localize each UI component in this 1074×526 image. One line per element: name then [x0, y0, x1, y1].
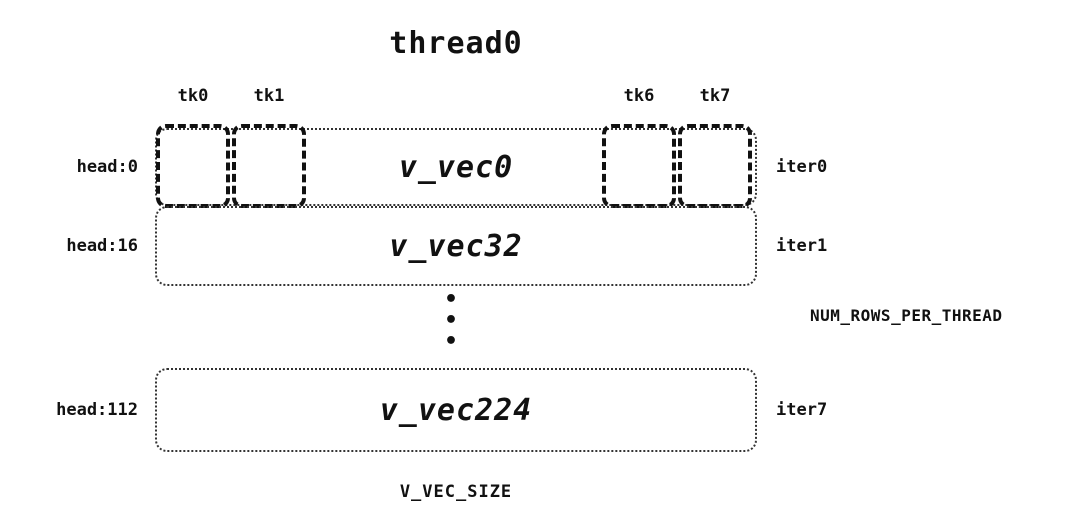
head16-label: head:16 — [66, 236, 138, 256]
iter0-label: iter0 — [776, 157, 828, 177]
v-vec224-text: v_vec224 — [379, 392, 533, 428]
iter1-label: iter1 — [776, 236, 828, 256]
v-vec224-row: v_vec224 — [155, 368, 757, 452]
head112-label: head:112 — [56, 400, 138, 420]
v-vec-size-label: V_VEC_SIZE — [399, 482, 513, 502]
vertical-ellipsis: • • • — [444, 287, 458, 354]
num-rows-per-thread-label: NUM_ROWS_PER_THREAD — [810, 306, 1003, 325]
tk6-label: tk6 — [623, 86, 655, 106]
tk0-label: tk0 — [177, 86, 209, 106]
tk7-box — [678, 124, 752, 208]
v-vec32-row: v_vec32 — [155, 206, 757, 286]
iter7-label: iter7 — [776, 400, 828, 420]
diagram-title: thread0 — [389, 26, 523, 61]
tk0-box — [156, 124, 230, 208]
v-vec32-text: v_vec32 — [389, 228, 523, 264]
tk1-label: tk1 — [253, 86, 285, 106]
v-vec0-text: v_vec0 — [398, 149, 514, 185]
tk6-box — [602, 124, 676, 208]
head0-label: head:0 — [76, 157, 138, 177]
tk7-label: tk7 — [699, 86, 731, 106]
tk1-box — [232, 124, 306, 208]
